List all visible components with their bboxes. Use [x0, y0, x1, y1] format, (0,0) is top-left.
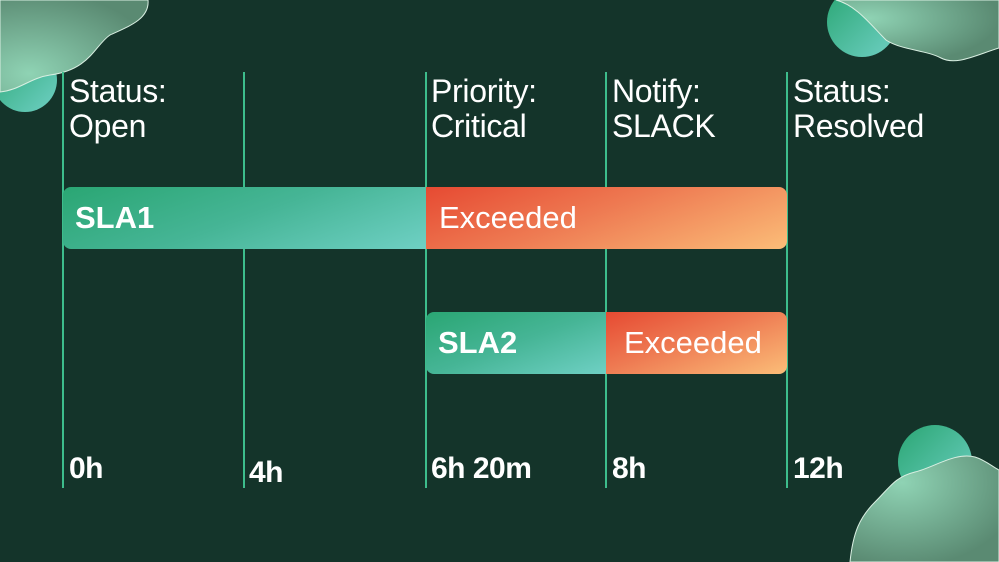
- event-label: Priority:: [431, 73, 537, 109]
- sla2-exceeded-label: Exceeded: [624, 325, 762, 360]
- event-status-resolved: Status: Resolved: [793, 74, 924, 144]
- tick-12h: 12h: [793, 452, 844, 485]
- decorative-blob-bottom-right: [849, 425, 999, 562]
- sla1-exceeded-label: Exceeded: [439, 200, 577, 235]
- sla1-within-segment: SLA1: [63, 187, 426, 249]
- gridline-6h20m: [425, 72, 427, 488]
- tick-6h20m: 6h 20m: [431, 452, 532, 485]
- event-priority-critical: Priority: Critical: [431, 74, 537, 144]
- event-label: Status:: [69, 73, 167, 109]
- sla2-exceeded-segment: Exceeded: [606, 312, 787, 374]
- tick-0h: 0h: [69, 452, 104, 485]
- decorative-blob-top-left: [0, 0, 149, 112]
- sla1-exceeded-segment: Exceeded: [426, 187, 787, 249]
- sla2-within-segment: SLA2: [426, 312, 606, 374]
- gridline-0h: [62, 72, 64, 488]
- gridline-4h: [243, 72, 245, 488]
- event-status-open: Status: Open: [69, 74, 167, 144]
- event-label: Notify:: [612, 73, 701, 109]
- event-notify-slack: Notify: SLACK: [612, 73, 716, 144]
- event-value: Resolved: [793, 108, 925, 144]
- event-value: SLACK: [612, 108, 716, 144]
- sla2-label: SLA2: [438, 325, 518, 360]
- decorative-blob-top-right: [827, 0, 999, 62]
- event-label: Status:: [793, 73, 891, 109]
- tick-4h: 4h: [249, 456, 284, 489]
- event-value: Open: [69, 108, 147, 144]
- gridline-12h: [786, 72, 788, 488]
- gridline-8h: [605, 72, 607, 488]
- event-value: Critical: [431, 108, 527, 144]
- sla1-label: SLA1: [75, 200, 155, 235]
- tick-8h: 8h: [612, 452, 647, 485]
